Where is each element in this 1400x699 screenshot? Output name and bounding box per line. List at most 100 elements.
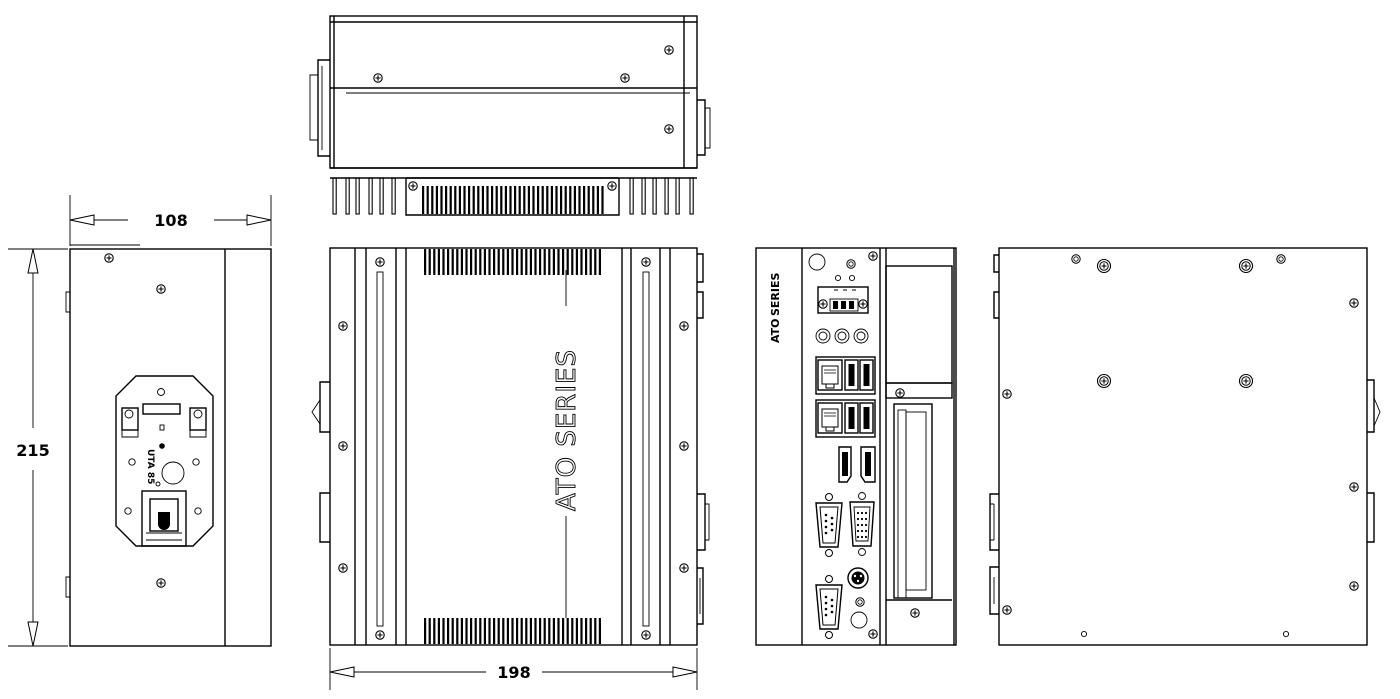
vent-slot <box>470 618 473 644</box>
dimension-height-215: 215 <box>8 248 68 647</box>
vent-slot <box>527 186 530 214</box>
vent-slot <box>479 618 482 644</box>
vent-slot <box>442 249 445 275</box>
vent-slot <box>571 618 574 644</box>
vent-slot <box>529 249 532 275</box>
vent-slot <box>488 618 491 644</box>
vent-slot <box>523 186 526 214</box>
vent-slot <box>541 186 544 214</box>
vent-slot <box>592 186 595 214</box>
vent-slot <box>548 249 551 275</box>
vent-slot <box>520 249 523 275</box>
vent-slot <box>566 249 569 275</box>
dimension-width-198: 198 <box>329 648 698 690</box>
din-clip-label: UTA 85 <box>145 449 155 484</box>
vent-slot <box>583 186 586 214</box>
front-io-view: ATO SERIES <box>755 247 957 646</box>
vent-slot <box>569 186 572 214</box>
side-view-brand: ATO SERIES <box>552 270 582 618</box>
vent-slot <box>537 186 540 214</box>
vent-slot <box>557 618 560 644</box>
vent-slot <box>550 186 553 214</box>
dimension-label-108: 108 <box>154 211 187 230</box>
vent-slot <box>578 186 581 214</box>
vent-slot <box>525 618 528 644</box>
vent-slot <box>575 249 578 275</box>
vent-slot <box>460 618 463 644</box>
vent-slot <box>575 618 578 644</box>
vent-slot <box>562 249 565 275</box>
top-view-vent-slots <box>422 186 604 214</box>
vent-slot <box>520 618 523 644</box>
vent-slot <box>509 186 512 214</box>
lan-usb-stack-1 <box>815 356 876 395</box>
vent-slot <box>587 186 590 214</box>
vent-slot <box>472 186 475 214</box>
vent-slot <box>580 249 583 275</box>
ps2-port <box>847 567 869 589</box>
vent-slot <box>428 249 431 275</box>
vent-slot <box>539 249 542 275</box>
vent-slot <box>566 618 569 644</box>
vent-slot <box>552 618 555 644</box>
dimension-label-215: 215 <box>16 441 49 460</box>
vent-slot <box>449 186 452 214</box>
vga-port <box>849 492 875 556</box>
rear-view: UTA 85 108 215 <box>8 195 272 647</box>
vent-slot <box>493 249 496 275</box>
vent-slot <box>454 186 457 214</box>
vent-slot <box>594 249 597 275</box>
vent-slot <box>534 618 537 644</box>
vent-slot <box>495 186 498 214</box>
vent-slot <box>424 618 427 644</box>
vent-slot <box>511 249 514 275</box>
top-view <box>309 15 711 216</box>
audio-jacks <box>815 328 869 344</box>
vent-slot <box>470 249 473 275</box>
vent-slot <box>468 186 471 214</box>
front-logo-series-text: SERIES <box>769 272 782 316</box>
top-view-right-fins <box>629 177 694 215</box>
vent-slot <box>497 249 500 275</box>
vent-slot <box>589 618 592 644</box>
vent-slot <box>451 618 454 644</box>
vent-slot <box>573 186 576 214</box>
vent-slot <box>502 249 505 275</box>
vent-slot <box>548 618 551 644</box>
com-port-1 <box>815 492 843 558</box>
vent-slot <box>431 186 434 214</box>
power-button[interactable] <box>808 253 826 271</box>
side-view-vent-slots-bottom <box>424 618 601 644</box>
vent-slot <box>447 249 450 275</box>
vent-slot <box>560 186 563 214</box>
vent-slot <box>601 186 604 214</box>
vent-slot <box>488 249 491 275</box>
vent-slot <box>511 618 514 644</box>
vent-slot <box>594 618 597 644</box>
vent-slot <box>504 186 507 214</box>
lan-usb-stack-2 <box>815 399 876 438</box>
vent-slot <box>539 618 542 644</box>
vent-slot <box>596 186 599 214</box>
power-terminal-block <box>817 286 869 314</box>
vent-slot <box>424 249 427 275</box>
vent-slot <box>426 186 429 214</box>
vent-slot <box>497 618 500 644</box>
vent-slot <box>456 618 459 644</box>
front-logo: ATO SERIES <box>769 272 782 343</box>
din-rail-clip: UTA 85 <box>115 375 214 547</box>
vent-slot <box>422 186 425 214</box>
vent-slot <box>458 186 461 214</box>
vent-slot <box>437 618 440 644</box>
vent-slot <box>481 186 484 214</box>
vent-slot <box>428 618 431 644</box>
vent-slot <box>571 249 574 275</box>
vent-slot <box>483 618 486 644</box>
com-port-2 <box>815 574 843 640</box>
vent-slot <box>440 186 443 214</box>
expansion-slots <box>885 265 953 618</box>
vent-slot <box>491 186 494 214</box>
vent-slot <box>585 618 588 644</box>
vent-slot <box>546 186 549 214</box>
